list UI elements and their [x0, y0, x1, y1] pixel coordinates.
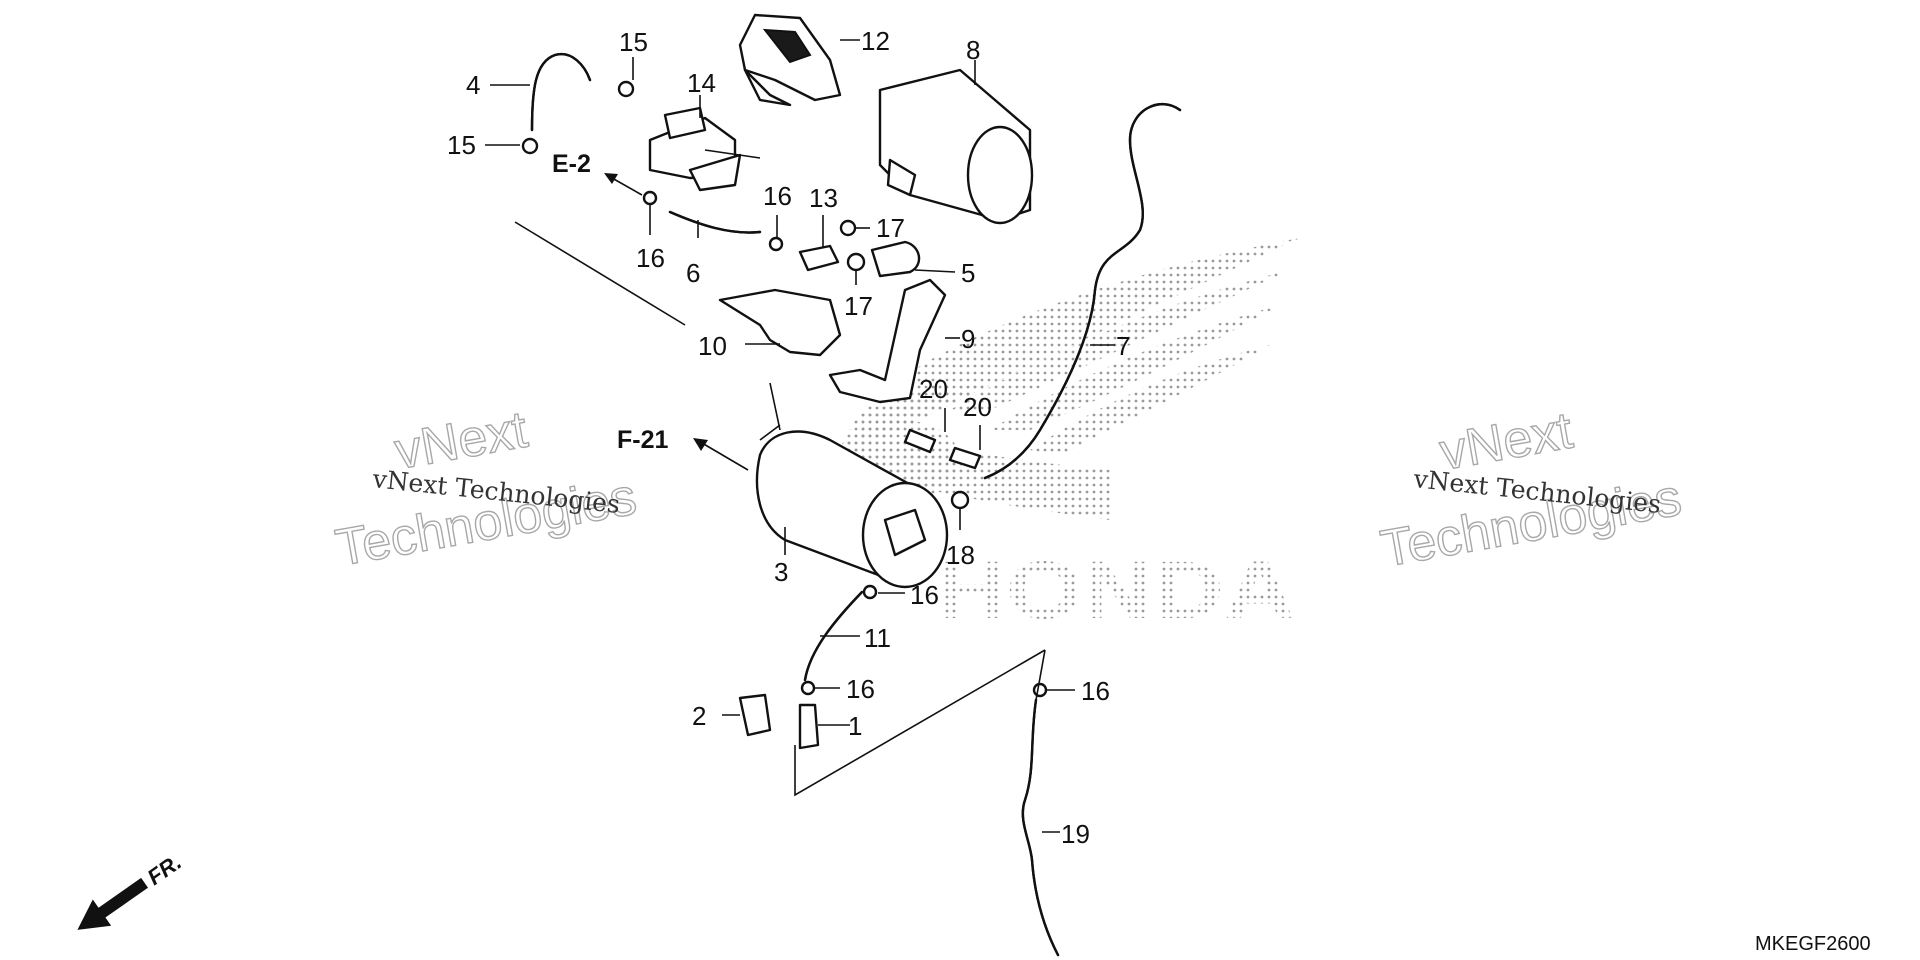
front-direction-arrow: FR. [77, 849, 186, 930]
part-6-hose [668, 210, 762, 234]
callout-5: 5 [961, 258, 975, 288]
callout-20-b: 20 [963, 392, 992, 422]
part-12-cover [738, 13, 842, 107]
callout-20-a: 20 [919, 374, 948, 404]
part-16-clamp-d [800, 680, 816, 696]
callout-15-top: 15 [619, 27, 648, 57]
callout-14: 14 [687, 68, 716, 98]
reference-f21: F-21 [617, 426, 749, 471]
callout-9: 9 [961, 324, 975, 354]
part-3-canister [755, 424, 949, 589]
leader-lines [485, 39, 1115, 833]
part-16-clamp-a [642, 190, 658, 206]
callout-2: 2 [692, 701, 706, 731]
callout-11: 11 [864, 623, 891, 653]
callout-16-c: 16 [910, 580, 939, 610]
callout-8: 8 [966, 35, 980, 65]
part-17-clamp-bottom [846, 252, 866, 272]
part-2-cap [738, 693, 772, 737]
callout-16-a: 16 [636, 243, 665, 273]
part-5-tube [870, 240, 921, 278]
part-4-hose-inner [530, 52, 592, 132]
part-1-joint [798, 703, 820, 750]
part-20-bolt-a [903, 428, 937, 454]
part-10-bracket [718, 288, 842, 357]
part-18-clamp [950, 490, 970, 510]
part-8-cover [878, 68, 1034, 225]
part-16-clamp-b [768, 236, 784, 252]
callout-17-top: 17 [876, 213, 905, 243]
callout-19: 19 [1061, 819, 1090, 849]
part-15-clamp-top [617, 80, 635, 98]
drawing-code: MKEGF2600 [1755, 933, 1871, 955]
callout-3: 3 [774, 557, 788, 587]
reference-e2: E-2 [552, 150, 643, 196]
part-16-clamp-c [862, 584, 878, 600]
part-19-hose [1021, 698, 1060, 957]
callout-1: 1 [848, 711, 862, 741]
honda-wing-watermark: HONDA [840, 238, 1300, 636]
callout-17-bottom: 17 [844, 291, 873, 321]
callout-13: 13 [809, 183, 838, 213]
callout-7: 7 [1116, 331, 1130, 361]
part-17-clamp-top [839, 219, 857, 237]
part-14-solenoid-valve [648, 106, 761, 192]
callout-6: 6 [686, 258, 700, 288]
reference-f21-label: F-21 [617, 426, 669, 454]
part-9-bracket [828, 278, 947, 404]
callout-10: 10 [698, 331, 727, 361]
part-13-joint [798, 244, 840, 272]
part-20-bolt-b [948, 446, 982, 470]
callout-4: 4 [466, 70, 480, 100]
part-16-clamp-e [1032, 682, 1048, 698]
reference-e2-label: E-2 [552, 150, 591, 178]
callout-labels: 1 2 3 4 5 6 7 8 9 10 11 12 13 14 15 15 1… [447, 26, 1130, 849]
callout-16-b: 16 [763, 181, 792, 211]
callout-16-e: 16 [1081, 676, 1110, 706]
honda-brand-watermark: HONDA [935, 545, 1295, 636]
direction-label: FR. [143, 849, 186, 890]
callout-12: 12 [861, 26, 890, 56]
callout-18: 18 [946, 540, 975, 570]
callout-16-d: 16 [846, 674, 875, 704]
callout-15-left: 15 [447, 130, 476, 160]
part-15-clamp-left [521, 137, 539, 155]
